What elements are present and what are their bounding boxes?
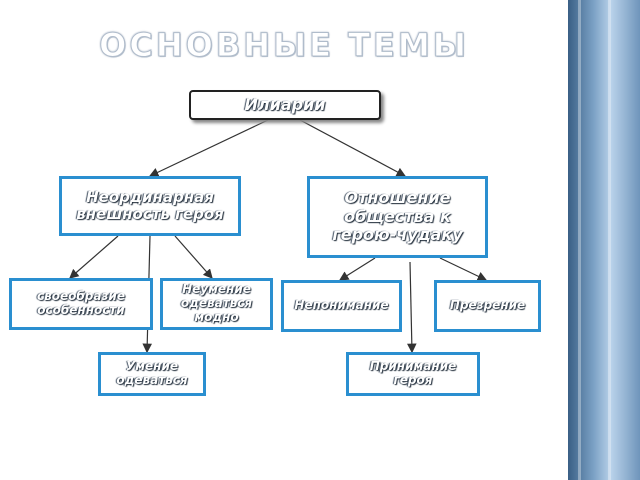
node-right-child-2: Презрение: [434, 280, 541, 332]
node-right-main-label: Отношение общества к герою-чудаку: [332, 188, 463, 245]
root-node-label: Илиарии: [244, 94, 326, 114]
node-right-child-3-label: Принимание героя: [369, 359, 457, 387]
panel-stripe: [578, 0, 581, 480]
arrow-root-to-left: [148, 119, 269, 177]
node-right-child-1: Непонимание: [281, 280, 402, 332]
node-left-child-1: своеобразие особенности: [9, 278, 153, 330]
arrow-right-to-child3: [407, 261, 417, 354]
node-left-main-label: Неординарная внешность героя: [76, 187, 224, 223]
arrow-root-to-right: [299, 119, 407, 177]
node-right-main: Отношение общества к герою-чудаку: [307, 176, 488, 258]
node-right-child-2-label: Презрение: [449, 298, 526, 313]
node-left-child-2-label: Неумение одеваться модно: [180, 282, 253, 324]
root-node: Илиарии: [189, 90, 381, 120]
connector-lines: [69, 119, 488, 354]
arrow-left-to-child2: [174, 235, 213, 279]
arrow-right-to-child2: [439, 257, 488, 281]
panel-stripe: [608, 0, 611, 480]
node-left-child-1-label: своеобразие особенности: [37, 289, 125, 317]
node-right-child-3: Принимание героя: [346, 352, 480, 396]
node-left-main: Неординарная внешность героя: [59, 176, 241, 236]
node-left-child-2: Неумение одеваться модно: [160, 278, 273, 330]
node-right-child-1-label: Непонимание: [294, 298, 389, 313]
decorative-side-panel: [568, 0, 640, 480]
arrow-left-to-child1: [69, 235, 119, 279]
node-left-child-3-label: Умение одеваться: [116, 359, 188, 387]
slide-title: ОСНОВНЫЕ ТЕМЫ: [99, 26, 469, 65]
node-left-child-3: Умение одеваться: [98, 352, 206, 396]
arrow-right-to-child1: [338, 257, 376, 281]
